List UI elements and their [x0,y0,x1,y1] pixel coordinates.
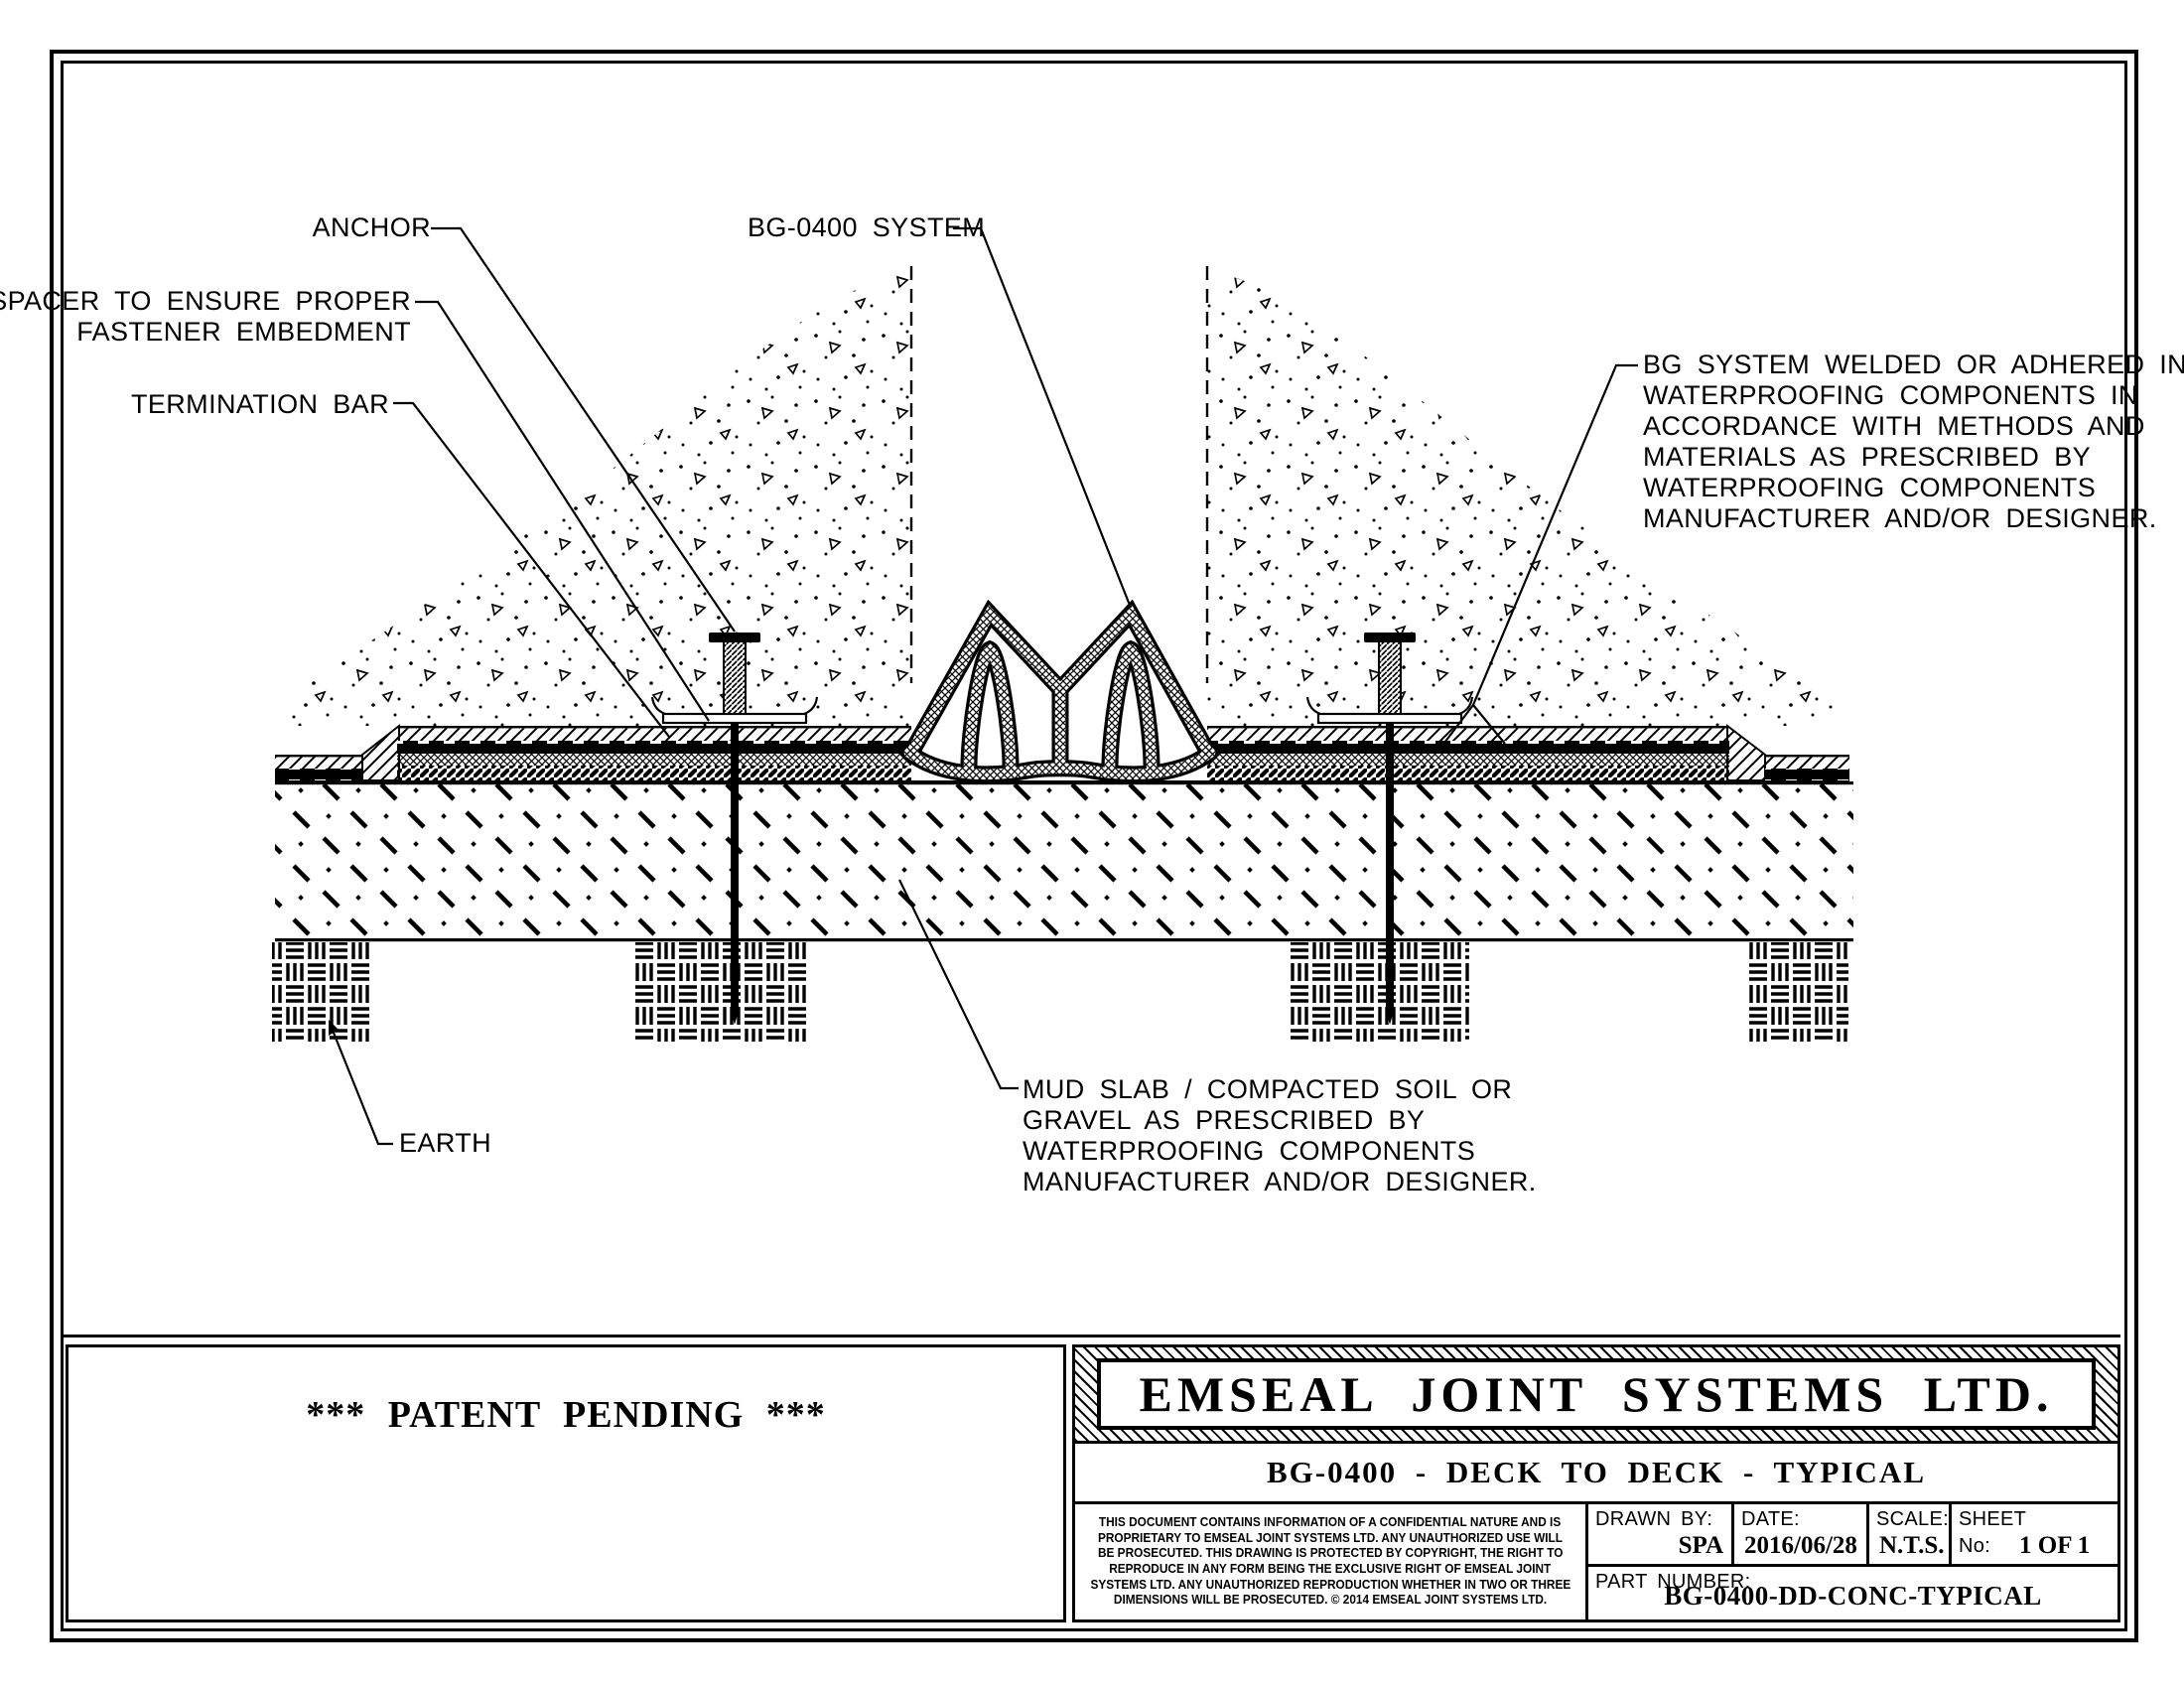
title-block-lower: THIS DOCUMENT CONTAINS INFORMATION OF A … [1075,1501,2117,1619]
fields-row: DRAWN BY: SPA DATE: 2016/06/28 SCALE: N.… [1588,1504,2117,1564]
scale-label: SCALE: [1876,1508,1949,1530]
concrete-deck-left [275,268,911,726]
earth-leader-arrowhead [329,1020,339,1036]
title-fields: DRAWN BY: SPA DATE: 2016/06/28 SCALE: N.… [1585,1504,2117,1619]
company-name: EMSEAL JOINT SYSTEMS LTD. [1097,1358,2096,1430]
company-banner: EMSEAL JOINT SYSTEMS LTD. [1075,1347,2117,1441]
anchor-left [650,633,819,1025]
mud-slab-note: MUD SLAB / COMPACTED SOIL OR GRAVEL AS P… [1023,1074,1537,1196]
part-number-label: PART NUMBER: [1595,1571,1751,1593]
spacer-label: SPACER TO ENSURE PROPER FASTENER EMBEDME… [0,286,411,347]
concrete-deck-right [1207,268,1849,726]
patent-box: *** PATENT PENDING *** [66,1344,1066,1622]
date-label: DATE: [1741,1508,1800,1530]
earth-label: EARTH [399,1128,492,1158]
bg-welded-note: BG SYSTEM WELDED OR ADHERED INTO WATERPR… [1643,350,2184,533]
bg-system-label: BG-0400 SYSTEM [748,212,986,242]
drawing-area-divider [64,1335,2120,1337]
confidentiality-note: THIS DOCUMENT CONTAINS INFORMATION OF A … [1090,1515,1570,1608]
earth-footing-blocks [272,942,1848,1042]
date-value: 2016/06/28 [1744,1532,1857,1559]
bg-0400-gland [900,599,1219,783]
leader-lines [332,226,1638,1146]
sheet-outer-border [50,50,2138,1642]
scale-cell: SCALE: N.T.S. [1866,1504,1949,1564]
drawn-by-label: DRAWN BY: [1595,1508,1713,1530]
membrane-assembly [275,723,1849,783]
patent-pending-text: *** PATENT PENDING *** [306,1394,826,1436]
sheet-inner-border [61,61,2127,1631]
sheet-label: SHEET [1959,1508,2027,1530]
scale-value: N.T.S. [1879,1532,1945,1559]
drawn-by-value: SPA [1678,1532,1723,1559]
sheet-no-label: No: [1959,1535,1991,1557]
drawn-by-cell: DRAWN BY: SPA [1588,1504,1731,1564]
mud-slab [275,781,1853,942]
part-number-value: BG-0400-DD-CONC-TYPICAL [1664,1581,2042,1611]
anchor-right [1305,633,1474,1025]
joint-edge-dashed-lines [909,266,1209,683]
drawing-title: BG-0400 - DECK TO DECK - TYPICAL [1075,1441,2117,1501]
sheet-value: 1 OF 1 [2019,1532,2091,1559]
date-cell: DATE: 2016/06/28 [1731,1504,1866,1564]
termination-bar-label: TERMINATION BAR [130,389,389,419]
anchor-label: ANCHOR [312,212,431,242]
title-block: EMSEAL JOINT SYSTEMS LTD. BG-0400 - DECK… [1072,1344,2120,1622]
sheet-cell: SHEET No: 1 OF 1 [1949,1504,2117,1564]
part-number-cell: PART NUMBER: BG-0400-DD-CONC-TYPICAL [1588,1564,2117,1619]
